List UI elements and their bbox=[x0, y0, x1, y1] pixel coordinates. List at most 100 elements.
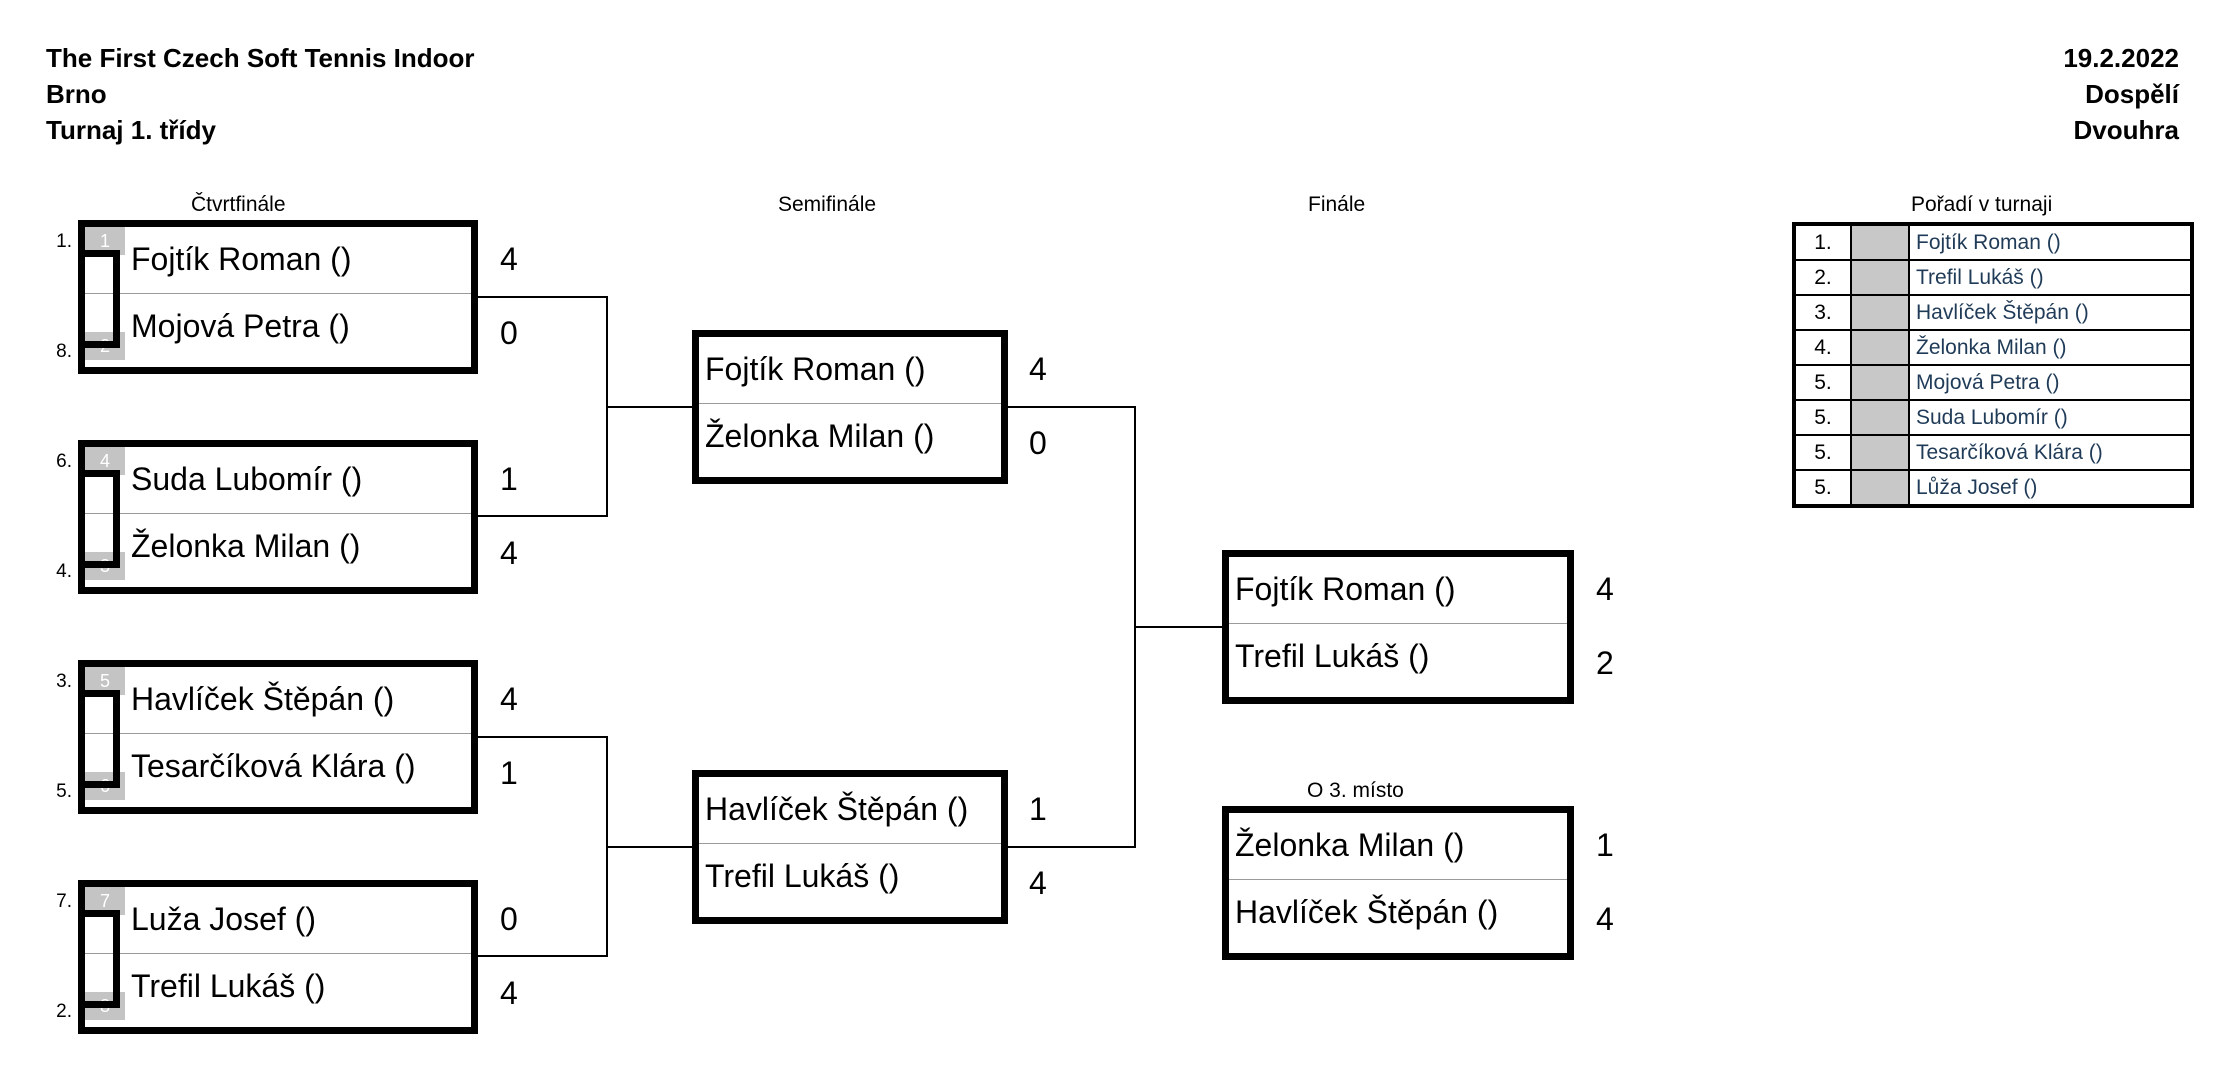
seed-number: 2. bbox=[56, 1001, 72, 1022]
match-score: 4 bbox=[500, 975, 518, 1011]
match-score: 0 bbox=[500, 315, 518, 351]
round-label-final: Finále bbox=[1308, 193, 1366, 216]
match-slot-top: Fojtík Roman () bbox=[699, 337, 1001, 404]
match-slot-top: Fojtík Roman () bbox=[1229, 557, 1567, 624]
tournament-city: Brno bbox=[46, 79, 107, 109]
player-name: Želonka Milan () bbox=[705, 418, 935, 454]
match-score: 2 bbox=[1596, 645, 1614, 681]
ranking-row: 2. Trefil Lukáš () bbox=[1793, 259, 2193, 296]
seed-number: 3. bbox=[56, 671, 72, 692]
player-name: Fojtík Roman () bbox=[1235, 571, 1456, 607]
match-score: 4 bbox=[1596, 901, 1614, 937]
player-name: Luža Josef () bbox=[131, 901, 316, 937]
bracket-line bbox=[478, 296, 608, 298]
ranking-swatch bbox=[1850, 399, 1910, 436]
seed-number: 8. bbox=[56, 341, 72, 362]
seed-bracket bbox=[78, 561, 120, 568]
quarterfinal-match-4: 7 Luža Josef () 8 Trefil Lukáš () bbox=[78, 880, 478, 1034]
match-score: 4 bbox=[500, 681, 518, 717]
bracket-line bbox=[478, 515, 608, 517]
player-name: Trefil Lukáš () bbox=[1235, 638, 1430, 674]
semifinal-match-2: Havlíček Štěpán () Trefil Lukáš () bbox=[692, 770, 1008, 924]
round-label-quarterfinal: Čtvrtfinále bbox=[191, 193, 286, 216]
match-score: 1 bbox=[500, 755, 518, 791]
tournament-class: Turnaj 1. třídy bbox=[46, 115, 216, 145]
bracket-line bbox=[606, 406, 692, 408]
bracket-line bbox=[478, 955, 608, 957]
ranking-position: 2. bbox=[1793, 259, 1852, 296]
tournament-date: 19.2.2022 bbox=[2063, 43, 2179, 73]
match-slot-bottom: 8 Trefil Lukáš () bbox=[85, 954, 471, 1020]
match-slot-bottom: Želonka Milan () bbox=[699, 404, 1001, 470]
ranking-row: 5. Tesarčíková Klára () bbox=[1793, 434, 2193, 471]
ranking-swatch bbox=[1850, 223, 1910, 261]
player-name: Trefil Lukáš () bbox=[705, 858, 900, 894]
quarterfinal-match-3: 5 Havlíček Štěpán () 6 Tesarčíková Klára… bbox=[78, 660, 478, 814]
ranking-swatch bbox=[1850, 434, 1910, 471]
match-score: 4 bbox=[1596, 571, 1614, 607]
bracket-line bbox=[606, 846, 692, 848]
match-slot-bottom: Trefil Lukáš () bbox=[699, 844, 1001, 910]
ranking-row: 5. Suda Lubomír () bbox=[1793, 399, 2193, 436]
seed-bracket bbox=[113, 470, 120, 568]
seed-bracket bbox=[113, 250, 120, 348]
round-label-ranking: Pořadí v turnaji bbox=[1911, 193, 2053, 216]
player-name: Želonka Milan () bbox=[1235, 827, 1465, 863]
ranking-position: 5. bbox=[1793, 364, 1852, 401]
ranking-row: 4. Želonka Milan () bbox=[1793, 329, 2193, 366]
match-score: 1 bbox=[1596, 827, 1614, 863]
match-score: 0 bbox=[500, 901, 518, 937]
player-name: Trefil Lukáš () bbox=[131, 968, 326, 1004]
tournament-title: The First Czech Soft Tennis Indoor bbox=[46, 43, 475, 73]
tournament-discipline: Dvouhra bbox=[2073, 115, 2179, 145]
player-name: Suda Lubomír () bbox=[131, 461, 363, 497]
match-score: 1 bbox=[500, 461, 518, 497]
ranking-position: 1. bbox=[1793, 223, 1852, 261]
player-name: Havlíček Štěpán () bbox=[1235, 894, 1499, 930]
ranking-player: Želonka Milan () bbox=[1908, 329, 2193, 366]
match-slot-bottom: Trefil Lukáš () bbox=[1229, 624, 1567, 690]
ranking-player: Havlíček Štěpán () bbox=[1908, 294, 2193, 331]
match-slot-top: Želonka Milan () bbox=[1229, 813, 1567, 880]
ranking-row: 5. Lůža Josef () bbox=[1793, 469, 2193, 507]
ranking-table: 1. Fojtík Roman () 2. Trefil Lukáš () 3.… bbox=[1792, 222, 2194, 508]
ranking-row: 5. Mojová Petra () bbox=[1793, 364, 2193, 401]
bracket-line bbox=[1134, 626, 1222, 628]
ranking-player: Lůža Josef () bbox=[1908, 469, 2193, 507]
seed-bracket bbox=[78, 690, 120, 697]
match-slot-bottom: 3 Želonka Milan () bbox=[85, 514, 471, 580]
match-slot-bottom: Havlíček Štěpán () bbox=[1229, 880, 1567, 946]
ranking-swatch bbox=[1850, 294, 1910, 331]
seed-bracket bbox=[78, 1001, 120, 1008]
player-name: Mojová Petra () bbox=[131, 308, 350, 344]
player-name: Havlíček Štěpán () bbox=[705, 791, 969, 827]
seed-bracket bbox=[78, 781, 120, 788]
bracket-line bbox=[478, 736, 608, 738]
ranking-player: Tesarčíková Klára () bbox=[1908, 434, 2193, 471]
match-slot-bottom: 6 Tesarčíková Klára () bbox=[85, 734, 471, 800]
ranking-player: Mojová Petra () bbox=[1908, 364, 2193, 401]
player-name: Fojtík Roman () bbox=[705, 351, 926, 387]
ranking-position: 3. bbox=[1793, 294, 1852, 331]
ranking-position: 4. bbox=[1793, 329, 1852, 366]
seed-bracket bbox=[113, 910, 120, 1008]
round-label-third-place: O 3. místo bbox=[1307, 779, 1404, 802]
third-place-match: Želonka Milan () Havlíček Štěpán () bbox=[1222, 806, 1574, 960]
bracket-line bbox=[1008, 846, 1136, 848]
player-name: Želonka Milan () bbox=[131, 528, 361, 564]
match-slot-top: 7 Luža Josef () bbox=[85, 887, 471, 954]
player-name: Havlíček Štěpán () bbox=[131, 681, 395, 717]
match-score: 1 bbox=[1029, 791, 1047, 827]
seed-number: 5. bbox=[56, 781, 72, 802]
seed-number: 4. bbox=[56, 561, 72, 582]
seed-bracket bbox=[78, 341, 120, 348]
seed-number: 7. bbox=[56, 891, 72, 912]
seed-bracket bbox=[78, 470, 120, 477]
match-score: 0 bbox=[1029, 425, 1047, 461]
ranking-player: Fojtík Roman () bbox=[1908, 223, 2193, 261]
tournament-header-left: The First Czech Soft Tennis Indoor Brno … bbox=[46, 40, 475, 148]
tournament-header-right: 19.2.2022 Dospělí Dvouhra bbox=[2063, 40, 2179, 148]
ranking-position: 5. bbox=[1793, 469, 1852, 507]
match-score: 4 bbox=[500, 241, 518, 277]
ranking-row: 3. Havlíček Štěpán () bbox=[1793, 294, 2193, 331]
